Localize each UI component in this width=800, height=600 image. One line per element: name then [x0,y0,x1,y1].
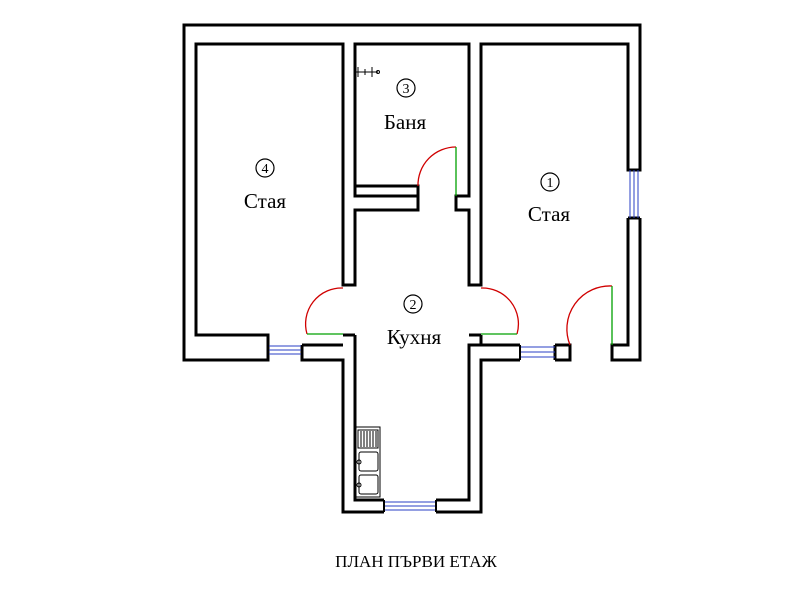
room-2-label: Кухня [387,325,442,349]
plan-title: ПЛАН ПЪРВИ ЕТАЖ [335,552,497,571]
room-3-number-circle [396,78,416,98]
window-room-1-bottom [519,345,555,360]
room-1: 1 Стая [528,172,570,226]
wall-lines [182,23,642,514]
kitchen-sink [355,426,381,498]
window-room-4 [267,345,303,360]
room-1-number-circle [540,172,560,192]
room-2-number-circle [403,294,423,314]
doors [304,146,613,346]
windows [267,170,639,512]
room-2: 2 Кухня [387,294,442,349]
room-3: 3 Баня [384,78,427,134]
room-4-number: 4 [262,162,269,177]
room-4-label: Стая [244,189,286,213]
room-1-number: 1 [547,176,554,191]
room-1-label: Стая [528,202,570,226]
room-2-number: 2 [410,298,417,313]
room-4-number-circle [255,158,275,178]
window-room-1-side [629,170,639,218]
door-entrance [566,285,613,346]
room-4: 4 Стая [244,158,286,213]
door-bathroom [417,146,457,196]
room-3-number: 3 [403,82,410,97]
door-room-4 [304,287,344,335]
shower-fixture [356,67,380,77]
room-3-label: Баня [384,110,427,134]
window-kitchen [383,500,437,512]
door-room-1-kitchen [480,287,520,335]
